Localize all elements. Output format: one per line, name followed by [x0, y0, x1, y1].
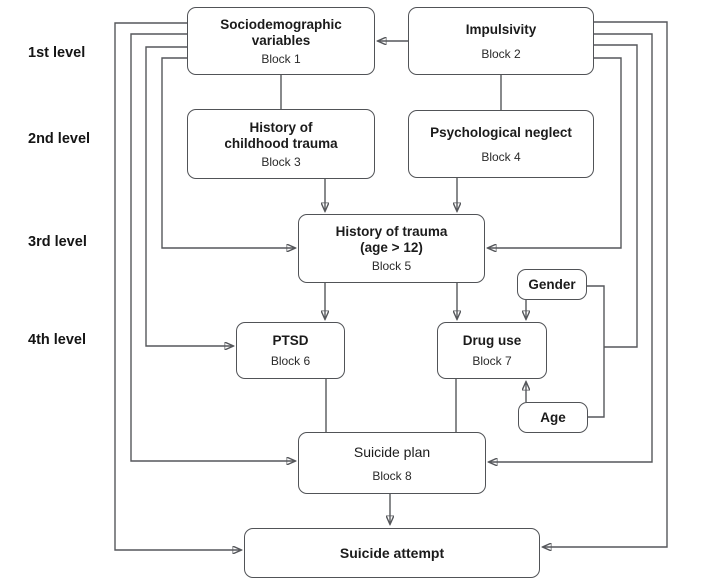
box-title: Drug use	[462, 333, 522, 348]
edge-block2-block8	[489, 33, 653, 462]
box-title: Gender	[528, 276, 576, 292]
edge-block1-block8	[130, 33, 295, 461]
box-age: Age	[518, 402, 588, 433]
block-label: Block 4	[481, 149, 521, 164]
block-label: Block 2	[481, 46, 521, 61]
block-label: Block 3	[261, 154, 301, 169]
box-title: Suicide plan	[353, 443, 431, 460]
box-subtitle: variables	[251, 32, 311, 48]
edge-block2-gender-age-junction	[594, 44, 638, 348]
box-suicide-attempt: Suicide attempt	[244, 528, 540, 578]
level-label-1: 1st level	[28, 45, 86, 61]
box-suicide-plan: Suicide plan Block 8	[298, 432, 486, 494]
block-label: Block 5	[371, 259, 412, 273]
box-title: Age	[540, 409, 566, 425]
level-label-4: 4th level	[28, 332, 87, 348]
box-impulsivity: Impulsivity Block 2	[408, 7, 594, 75]
edge-block1-block6	[145, 46, 233, 346]
block-label: Block 6	[270, 354, 311, 368]
edge-gender-age-bracket	[587, 285, 605, 418]
box-title: PTSD	[272, 333, 309, 348]
box-drug-use: Drug use Block 7	[437, 322, 547, 379]
box-subtitle: (age > 12)	[360, 240, 423, 255]
block-label: Block 8	[372, 468, 412, 483]
box-psychological-neglect: Psychological neglect Block 4	[408, 110, 594, 178]
box-history-of-trauma-age-gt-12: History of trauma (age > 12) Block 5	[298, 214, 485, 283]
box-title: Impulsivity	[465, 21, 537, 37]
edge-block2-suicide-attempt	[543, 21, 668, 547]
box-title: Psychological neglect	[430, 124, 572, 140]
box-subtitle: childhood trauma	[224, 135, 338, 151]
box-title: History of	[249, 119, 313, 135]
edge-block2-block5	[488, 57, 622, 248]
box-history-of-childhood-trauma: History of childhood trauma Block 3	[187, 109, 375, 179]
edge-block1-block5	[161, 57, 295, 248]
box-ptsd: PTSD Block 6	[236, 322, 345, 379]
level-label-2: 2nd level	[28, 131, 91, 147]
block-label: Block 1	[261, 51, 301, 66]
box-title: Suicide attempt	[339, 545, 445, 561]
edge-block1-suicide-attempt	[114, 22, 241, 550]
box-title: History of trauma	[335, 224, 448, 239]
box-gender: Gender	[517, 269, 587, 300]
level-label-3: 3rd level	[28, 234, 87, 250]
box-title: Sociodemographic	[220, 16, 342, 32]
box-sociodemographic-variables: Sociodemographic variables Block 1	[187, 7, 375, 75]
block-label: Block 7	[472, 354, 512, 368]
